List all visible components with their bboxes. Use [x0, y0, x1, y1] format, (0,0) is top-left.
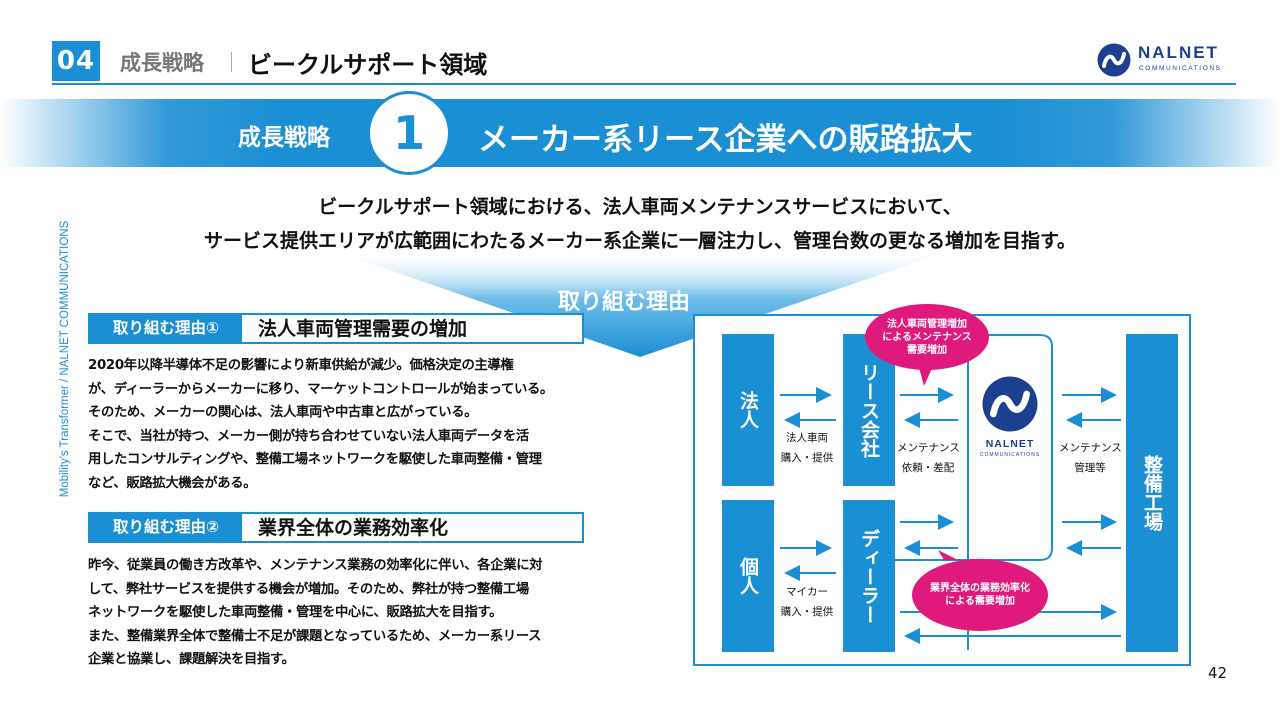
funnel-label: 取り組む理由: [558, 290, 691, 315]
header-underline: [52, 83, 1236, 85]
corp-flow-label: 法人車両 購入・提供: [778, 428, 836, 468]
header-category: 成長戦略: [120, 51, 204, 75]
block-dealer: ディーラー: [843, 500, 895, 652]
logo-subtext: COMMUNICATIONS: [1139, 65, 1222, 72]
header-separator: [231, 52, 232, 72]
block-corporate-label: 法人: [737, 391, 759, 429]
reason-1-header: 取り組む理由① 法人車両管理需要の増加: [88, 313, 584, 344]
reason-2-header: 取り組む理由② 業界全体の業務効率化: [88, 512, 584, 543]
maint-mgmt-label-1: メンテナンス: [1059, 442, 1122, 454]
page-title: ビークルサポート領域: [248, 51, 488, 79]
reason-2-body: 昨今、従業員の働き方改革や、メンテナンス業務の効率化に伴い、各企業に対 して、弊…: [88, 554, 588, 672]
callout-bottom: 業界全体の業務効率化 による需要増加: [912, 559, 1048, 631]
block-corporate: 法人: [722, 334, 774, 486]
maint-request-label-1: メンテナンス: [897, 442, 960, 454]
reason-2-line: 企業と協業し、課題解決を目指す。: [88, 652, 295, 668]
corp-flow-label-1: 法人車両: [786, 432, 828, 444]
block-leasing-label: リース会社: [858, 362, 880, 458]
banner-label: 成長戦略: [238, 125, 330, 151]
lead-line-2: サービス提供エリアが広範囲にわたるメーカー系企業に一層注力し、管理台数の更なる増…: [203, 230, 1077, 252]
reason-1-body: 2020年以降半導体不足の影響により新車供給が減少。価格決定の主導権 が、ディー…: [88, 354, 588, 496]
reason-1-line: そこで、当社が持つ、メーカー側が持ち合わせていない法人車両データを活: [88, 428, 529, 444]
maint-mgmt-label-2: 管理等: [1074, 462, 1106, 474]
nalnet-logo-icon: [1097, 43, 1131, 77]
callout-top-line: 法人車両管理増加: [887, 318, 967, 330]
corp-flow-label-2: 購入・提供: [780, 452, 834, 464]
center-logo-subtext: COMMUNICATIONS: [979, 452, 1041, 458]
banner-number: 1: [367, 91, 451, 175]
page-number: 42: [1208, 664, 1228, 682]
reason-1-tag: 取り組む理由①: [90, 315, 242, 342]
strategy-banner: [0, 99, 1280, 167]
logo-wordmark: NALNET: [1138, 43, 1219, 62]
block-workshop-label: 整備工場: [1141, 455, 1163, 531]
indiv-flow-label-2: 購入・提供: [780, 606, 834, 618]
lead-line-1: ビークルサポート領域における、法人車両メンテナンスサービスにおいて、: [318, 196, 962, 218]
block-dealer-label: ディーラー: [858, 528, 880, 624]
callout-bottom-line: 業界全体の業務効率化: [930, 583, 1030, 594]
reason-2-line: また、整備業界全体で整備士不足が課題となっているため、メーカー系リース: [88, 628, 542, 644]
block-individual-label: 個人: [737, 557, 759, 595]
reason-2-title: 業界全体の業務効率化: [258, 517, 449, 539]
reason-2-tag: 取り組む理由②: [90, 514, 242, 541]
block-individual: 個人: [722, 500, 774, 652]
indiv-flow-label-1: マイカー: [786, 586, 828, 598]
lead-text: ビークルサポート領域における、法人車両メンテナンスサービスにおいて、 サービス提…: [150, 190, 1130, 258]
maint-request-label: メンテナンス 依頼・差配: [897, 438, 960, 478]
callout-top-line: 需要増加: [907, 344, 947, 356]
section-number: 04: [52, 41, 100, 81]
maint-mgmt-label: メンテナンス 管理等: [1059, 438, 1122, 478]
reason-1-line: など、販路拡大機会がある。: [88, 475, 257, 491]
reason-2-line: して、弊社サービスを提供する機会が増加。そのため、弊社が持つ整備工場: [88, 581, 529, 597]
callout-top: 法人車両管理増加 によるメンテナンス 需要増加: [865, 304, 989, 370]
block-workshop: 整備工場: [1126, 334, 1178, 652]
reason-1-line: 用したコンサルティングや、整備工場ネットワークを駆使した車両整備・管理: [88, 452, 542, 468]
company-logo: NALNET COMMUNICATIONS: [1096, 40, 1241, 80]
reason-1-line: そのため、メーカーの関心は、法人車両や中古車と広がっている。: [88, 405, 478, 421]
nalnet-center-icon: [982, 376, 1038, 432]
indiv-flow-label: マイカー 購入・提供: [778, 582, 836, 622]
callout-bottom-line: による需要増加: [945, 596, 1015, 607]
banner-title: メーカー系リース企業への販路拡大: [478, 122, 973, 158]
reason-1-line: 2020年以降半導体不足の影響により新車供給が減少。価格決定の主導権: [88, 358, 514, 373]
reason-2-line: 昨今、従業員の働き方改革や、メンテナンス業務の効率化に伴い、各企業に対: [88, 558, 543, 573]
center-logo-wordmark: NALNET: [985, 438, 1035, 450]
maint-request-label-2: 依頼・差配: [901, 462, 955, 474]
reason-1-line: が、ディーラーからメーカーに移り、マーケットコントロールが始まっている。: [88, 381, 553, 397]
reason-1-title: 法人車両管理需要の増加: [258, 318, 468, 340]
callout-top-line: によるメンテナンス: [882, 331, 972, 343]
diagram-center-logo: NALNET COMMUNICATIONS: [968, 368, 1052, 472]
reason-2-line: ネットワークを駆使した車両整備・管理を中心に、販路拡大を目指す。: [88, 605, 503, 621]
